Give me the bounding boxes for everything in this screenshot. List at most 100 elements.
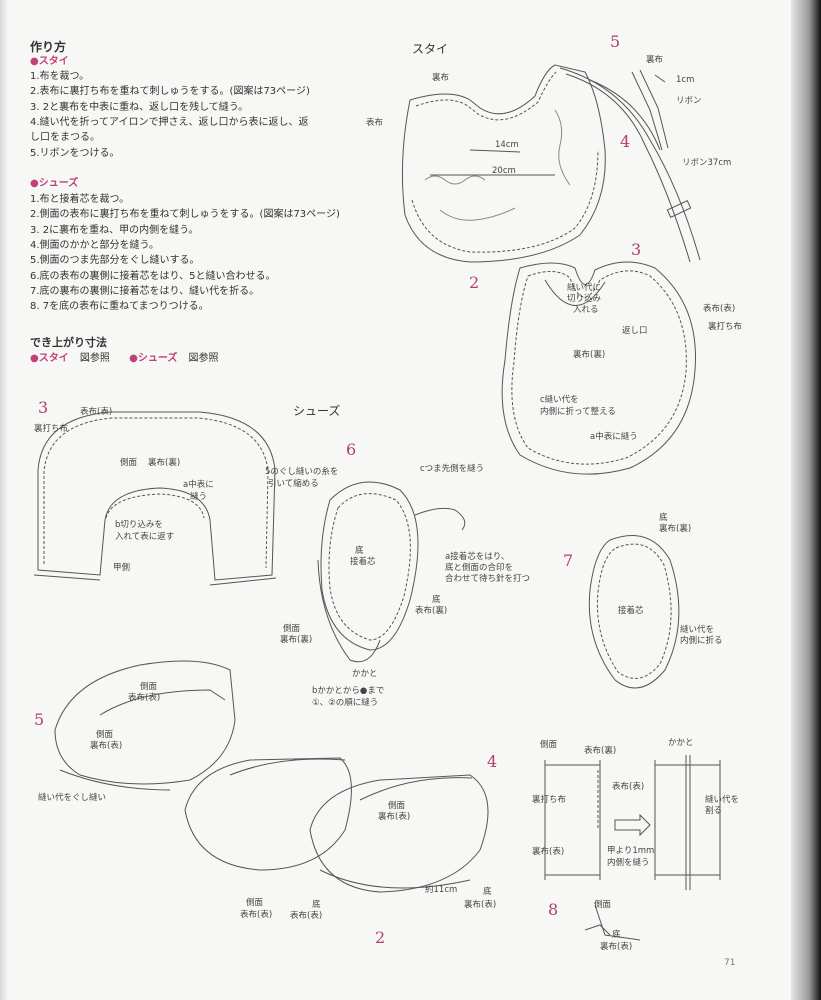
shoe-step5-side-2: 表布(表) <box>128 693 161 703</box>
shoe-step3-num: 3 <box>38 398 49 417</box>
shoe-step7-soko-2: 裏布(裏) <box>659 524 692 534</box>
bib-step-5: 5 <box>610 32 621 51</box>
shoe-step4-side-1: 側面 <box>388 801 406 811</box>
shoe-pair-drawing <box>184 757 489 893</box>
shoe-step4-soko-1: 底 <box>483 887 492 897</box>
shoe-step5-side2-2: 裏布(表) <box>90 741 123 751</box>
shoe-step8-num: 8 <box>548 900 559 919</box>
bib-step-4: 4 <box>620 132 631 151</box>
ribbon-37-label: リボン37cm <box>682 158 732 168</box>
bib-dim-20: 20cm <box>492 166 516 176</box>
instruction-step: 1.布を裁つ。 <box>30 71 90 82</box>
detail-side2: 側面 <box>594 900 612 910</box>
shoe-step5-side-1: 側面 <box>140 682 158 692</box>
shoe-step7-soko-1: 底 <box>659 513 668 523</box>
bib-ura-ura-label: 裏布(裏) <box>573 350 606 360</box>
instruction-step: 2.側面の表布に裏打ち布を重ねて刺しゅうをする。(図案は73ページ) <box>30 209 340 221</box>
shoe-step6-soko-2: 接着芯 <box>350 557 376 567</box>
instruction-step: 6.底の表布の裏側に接着芯をはり、5と縫い合わせる。 <box>30 270 276 282</box>
shoe-step2-side-2: 表布(表) <box>240 910 273 920</box>
bib-drawing <box>401 64 701 263</box>
instruction-step: 2.表布に裏打ち布を重ねて刺しゅうをする。(図案は73ページ) <box>30 86 310 98</box>
shoes-heading: ●シューズ <box>30 178 79 189</box>
bib-step-2: 2 <box>469 273 480 292</box>
bib-note-kirikomi-2: 入れる <box>573 305 599 315</box>
bib-label-omotefu: 表布 <box>366 118 384 128</box>
bib-uraute-label: 裏打ち布 <box>708 322 743 332</box>
instruction-step: 4.側面のかかと部分を縫う。 <box>30 239 159 251</box>
bib-title: スタイ <box>412 42 449 56</box>
detail-kakato: かかと <box>668 738 694 748</box>
shoe-step3-drawing <box>33 411 277 586</box>
instruction-step: 1.布と接着芯を裁つ。 <box>30 194 130 205</box>
shoe-step3-side2: 裏布(裏) <box>148 458 181 468</box>
detail-urafu: 裏布(表) <box>532 847 565 857</box>
shoe-step6-a-3: 合わせて待ち針を打つ <box>445 574 531 584</box>
shoe-step6-b-1: bかかとから●まで <box>312 686 385 696</box>
shoe-step6-side-2: 裏布(裏) <box>280 635 313 645</box>
shoe-step2-soko-1: 底 <box>312 900 321 910</box>
shoe-step3-a-2: 縫う <box>190 492 208 502</box>
shoe-step2-side-1: 側面 <box>246 898 264 908</box>
instruction-step: 3. 2と裏布を中表に重ね、返し口を残して縫う。 <box>30 101 249 113</box>
detail-1mm-2: 内側を縫う <box>607 858 650 868</box>
bib-dim-14: 14cm <box>495 140 519 150</box>
detail-soko-2: 裏布(表) <box>600 942 633 952</box>
bib-note-a: a中表に縫う <box>590 432 638 442</box>
sty-heading: ●スタイ <box>30 56 69 67</box>
shoe-step6-soko2-2: 表布(裏) <box>415 606 448 616</box>
shoe-step3-b-2: 入れて表に返す <box>115 532 175 542</box>
instruction-step: 3. 2に裏布を重ね、甲の内側を縫う。 <box>30 224 199 236</box>
ribbon-urafu-label: 裏布 <box>646 55 664 65</box>
shoe-step6-num: 6 <box>346 440 357 459</box>
page-number: 71 <box>724 958 736 968</box>
shoe-step6-b-2: ①、②の順に縫う <box>312 698 379 708</box>
ribbon-1cm-label: 1cm <box>676 75 695 85</box>
shoes-title: シューズ <box>293 404 341 418</box>
shoe-step3-uraute: 裏打ち布 <box>34 424 69 434</box>
shoe-step7-fold-1: 縫い代を <box>680 625 715 635</box>
shoe-step5-num: 5 <box>34 710 45 729</box>
detail-side: 側面 <box>540 740 558 750</box>
detail-seam-2: 割る <box>705 806 723 816</box>
shoe-step3-a-1: a中表に <box>183 480 214 490</box>
shoe-step3-b-1: b切り込みを <box>115 520 163 530</box>
shoe-step4-length: 約11cm <box>425 885 458 895</box>
page-gutter-shade <box>0 0 8 1000</box>
detail-omote-omote: 表布(表) <box>612 782 645 792</box>
bib-note-c-1: c縫い代を <box>540 395 579 405</box>
detail-1mm-1: 甲より1mm <box>607 846 655 856</box>
shoe-step6-drawing <box>317 481 466 663</box>
shoe-step6-a-1: a接着芯をはり、 <box>445 552 510 562</box>
book-spine <box>791 0 821 1000</box>
shoe-step6-side-1: 側面 <box>283 624 301 634</box>
bib-label-urafu: 裏布 <box>432 73 450 83</box>
shoe-step7-drawing <box>588 535 680 689</box>
shoe-step4-soko-2: 裏布(表) <box>464 900 497 910</box>
bib-note-kirikomi-pre: 縫い代に <box>567 283 602 293</box>
shoe-step5-side2-1: 側面 <box>96 730 114 740</box>
ribbon-label: リボン <box>676 96 702 106</box>
shoe-step6-c: cつま先側を縫う <box>420 464 485 474</box>
detail-seam-1: 縫い代を <box>705 795 740 805</box>
size-line: ●スタイ 図参照 ●シューズ 図参照 <box>30 353 219 364</box>
detail-omote-ura: 表布(裏) <box>584 746 617 756</box>
size-heading: でき上がり寸法 <box>30 336 107 349</box>
shoe-step2-num: 2 <box>375 928 386 947</box>
shoe-step4-side-2: 裏布(表) <box>378 812 411 822</box>
shoe-step3-top: 表布(表) <box>80 407 113 417</box>
seam-detail-drawing <box>544 755 721 941</box>
bib-omote-label: 表布(表) <box>703 304 736 314</box>
instructions-title: 作り方 <box>30 40 67 54</box>
instruction-step: 5.リボンをつける。 <box>30 147 120 159</box>
shoe-step2-soko-2: 表布(表) <box>290 911 323 921</box>
instruction-step: 5.側面のつま先部分をぐし縫いする。 <box>30 255 200 267</box>
shoe-step6-gushi-1: 5のぐし縫いの糸を <box>265 467 339 477</box>
shoe-step3-side: 側面 <box>120 458 138 468</box>
instruction-step: 7.底の裏布の裏側に接着芯をはり、縫い代を折る。 <box>30 285 260 297</box>
shoe-step7-shin: 接着芯 <box>618 606 644 616</box>
bib-note-kirikomi-1: 切り込み <box>567 294 602 304</box>
instruction-step: 8. 7を底の表布に重ねてまつりつける。 <box>30 301 209 313</box>
instruction-step: し口をまつる。 <box>30 132 100 144</box>
